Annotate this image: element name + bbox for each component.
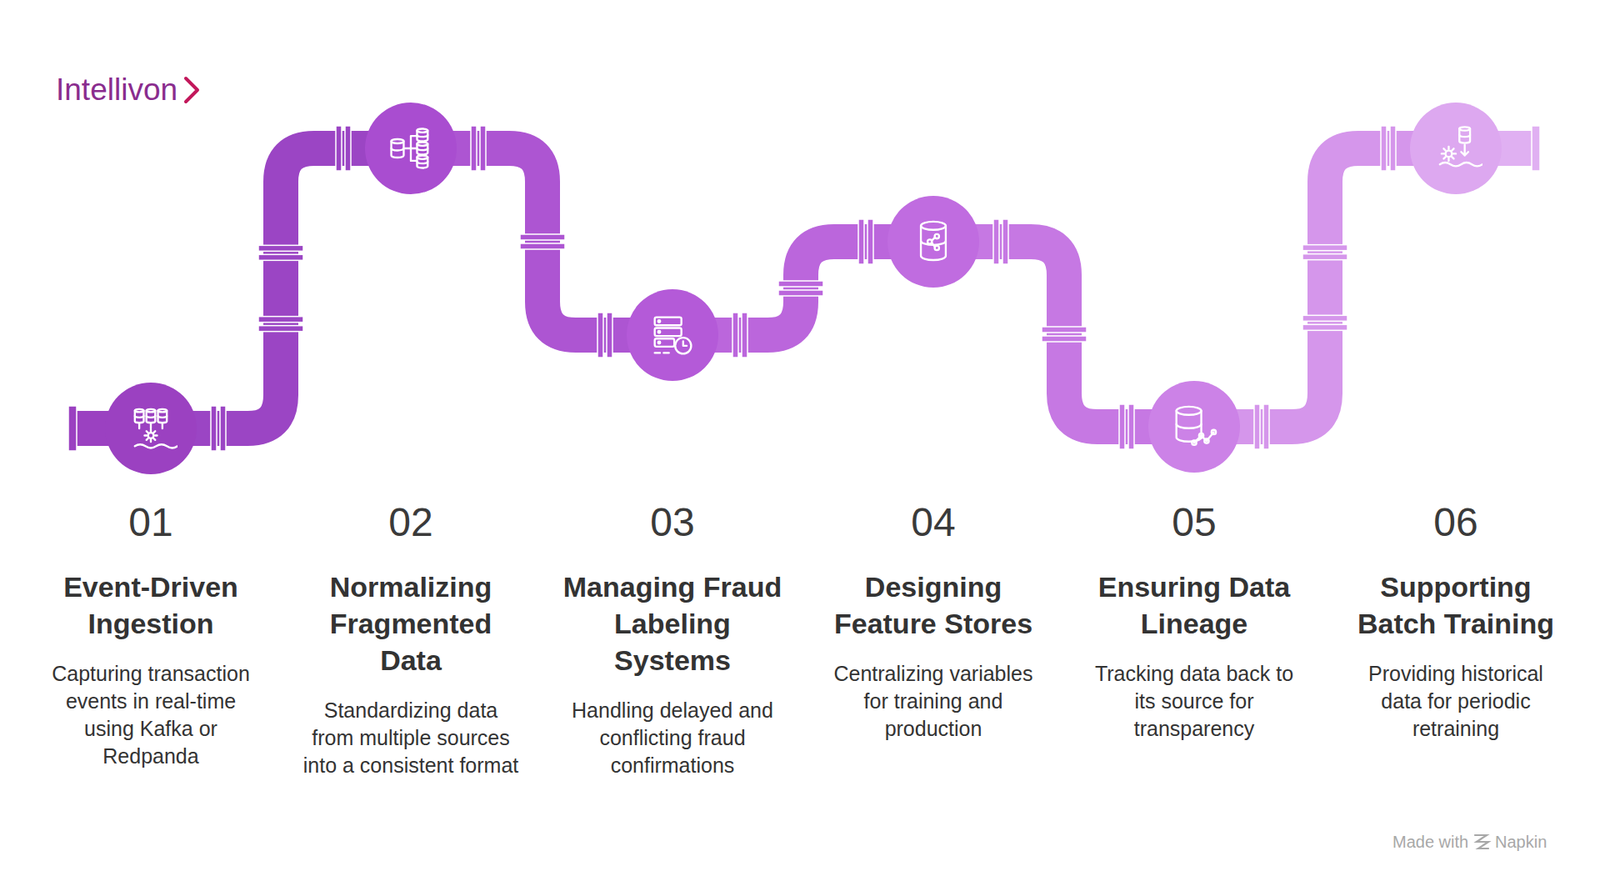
pipe-flange	[1380, 125, 1387, 171]
step-circle	[1148, 380, 1240, 473]
step-title: Ensuring Data Lineage	[1080, 568, 1308, 642]
step-description: Handling delayed and conflicting fraud c…	[563, 696, 782, 780]
step-text: 02Normalizing Fragmented DataStandardizi…	[285, 497, 536, 780]
pipe-flange	[1128, 404, 1135, 450]
pipeline-step: 01Event-Driven IngestionCapturing transa…	[25, 382, 276, 770]
pipe-flange	[220, 405, 226, 451]
pipe-flange	[345, 125, 351, 171]
step-number: 05	[1171, 497, 1216, 548]
step-text: 05Ensuring Data LineageTracking data bac…	[1069, 497, 1320, 743]
step-icon	[1429, 121, 1483, 175]
step-circle	[887, 195, 980, 288]
logo-chevron	[182, 75, 201, 105]
step-number: 06	[1433, 497, 1478, 548]
step-description: Standardizing data from multiple sources…	[301, 696, 520, 780]
step-number: 01	[128, 497, 173, 548]
pipe-flange	[1390, 125, 1396, 171]
pipe-connector	[446, 125, 637, 358]
pipe-flange	[470, 125, 477, 171]
pipe-connector	[969, 219, 1159, 450]
pipeline-step: 03Managing Fraud Labeling SystemsHandlin…	[547, 289, 798, 780]
step-text: 06Supporting Batch TrainingProviding his…	[1330, 497, 1581, 743]
step-title: Supporting Batch Training	[1342, 568, 1570, 642]
pipe-flange	[1302, 324, 1348, 330]
pipe-flange	[867, 219, 874, 265]
pipe-flange	[1302, 315, 1348, 321]
pipe-segment	[969, 241, 1159, 427]
step-circle	[1410, 102, 1502, 195]
pipeline-step: 04Designing Feature StoresCentralizing v…	[808, 195, 1059, 743]
pipeline-step: 06Supporting Batch TrainingProviding his…	[1330, 102, 1581, 743]
step-number: 04	[910, 497, 955, 548]
pipe-flange	[778, 290, 824, 296]
pipe-flange	[741, 312, 748, 358]
pipeline-step: 02Normalizing Fragmented DataStandardizi…	[285, 102, 536, 780]
step-description: Centralizing variables for training and …	[824, 660, 1043, 743]
step-icon	[645, 308, 700, 362]
pipe-flange	[606, 312, 613, 358]
step-text: 04Designing Feature StoresCentralizing v…	[808, 497, 1059, 743]
step-title: Designing Feature Stores	[820, 568, 1047, 642]
watermark-text: Made with	[1392, 831, 1469, 852]
step-title: Managing Fraud Labeling Systems	[559, 568, 786, 679]
pipe-segment	[446, 148, 637, 335]
pipe-connector	[186, 125, 375, 451]
pipe-flange	[1302, 245, 1348, 251]
step-circle	[365, 102, 457, 195]
pipe-flange	[1041, 335, 1087, 342]
step-title: Event-Driven Ingestion	[37, 568, 265, 642]
step-number: 02	[388, 497, 433, 548]
step-circle	[626, 289, 719, 381]
pipe-flange	[778, 280, 824, 287]
pipe-flange	[520, 243, 565, 250]
pipe-flange	[480, 125, 486, 171]
pipe-connector	[1230, 125, 1420, 450]
pipe-flange	[732, 312, 739, 358]
step-icon	[384, 121, 438, 175]
pipe-connector	[708, 219, 898, 358]
pipe-flange	[1263, 404, 1270, 450]
pipe-flange	[597, 312, 604, 358]
step-text: 03Managing Fraud Labeling SystemsHandlin…	[547, 497, 798, 780]
step-description: Tracking data back to its source for tra…	[1085, 660, 1304, 743]
pipe-flange	[993, 219, 1000, 265]
watermark-text: Napkin	[1495, 831, 1547, 852]
pipe-flange	[258, 325, 304, 332]
step-number: 03	[650, 497, 695, 548]
pipe-flange	[520, 234, 565, 240]
pipe-flange	[258, 254, 304, 260]
brand-logo-text: Intellivon	[55, 71, 178, 109]
pipe-flange	[1002, 219, 1009, 265]
step-description: Providing historical data for periodic r…	[1346, 660, 1565, 743]
pipe-flange	[258, 316, 304, 323]
pipe-flange	[1041, 326, 1087, 333]
step-icon	[124, 401, 178, 455]
pipeline-step: 05Ensuring Data LineageTracking data bac…	[1069, 380, 1320, 743]
pipe-flange	[335, 125, 342, 171]
pipe-segment	[1230, 148, 1420, 427]
pipe-segment	[186, 148, 375, 429]
pipe-flange	[858, 219, 865, 265]
step-description: Capturing transaction events in real-tim…	[41, 660, 260, 770]
pipe-flange	[1119, 404, 1125, 450]
step-title: Normalizing Fragmented Data	[297, 568, 525, 679]
pipe-flange	[1302, 254, 1348, 260]
step-text: 01Event-Driven IngestionCapturing transa…	[25, 497, 276, 770]
pipe-flange	[1254, 404, 1260, 450]
pipe-flange	[210, 405, 217, 451]
step-icon	[906, 215, 960, 269]
napkin-logo	[1475, 835, 1489, 849]
pipe-flange	[258, 245, 304, 251]
step-circle	[105, 382, 197, 475]
step-icon	[1167, 400, 1221, 454]
